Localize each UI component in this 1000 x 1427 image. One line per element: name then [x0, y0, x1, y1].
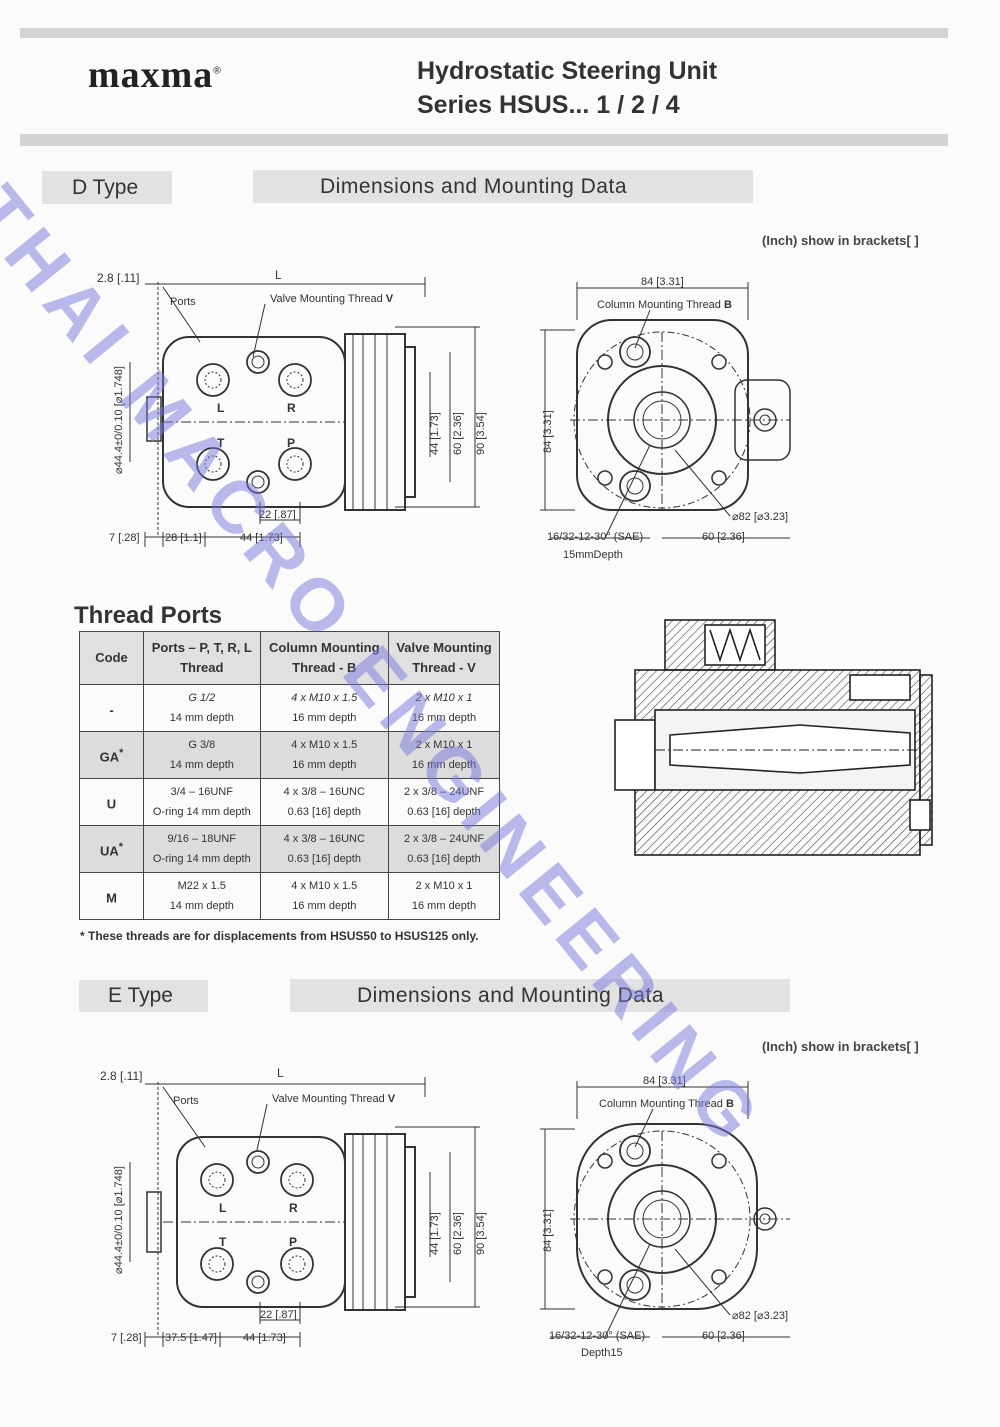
dim-top-left: 2.8 [.11] — [100, 1069, 142, 1083]
dim-pilot-diameter: ⌀44.4±0/0.10 [⌀1.748] — [113, 1166, 125, 1274]
depth-label: 15mmDepth — [563, 549, 623, 561]
dim-top-left: 2.8 [.11] — [97, 271, 139, 285]
dim-28: 28 [1.1] — [165, 532, 202, 544]
dim-90: 90 [3.54] — [475, 1212, 487, 1255]
cell-code: GA* — [79, 731, 144, 779]
front-dim-84-side: 84 [3.31] — [542, 1209, 554, 1252]
port-label-P: P — [287, 436, 295, 450]
front-dim-84-side: 84 [3.31] — [542, 410, 554, 453]
front-dim-84-top: 84 [3.31] — [643, 1075, 686, 1087]
dim-7: 7 [.28] — [111, 1332, 142, 1344]
cross-section-drawing — [614, 619, 933, 856]
dim-82: ⌀82 [⌀3.23] — [732, 1310, 788, 1322]
e-type-label: E Type — [79, 980, 208, 1012]
dim-7: 7 [.28] — [109, 532, 140, 544]
dim-44: 44 [1.73] — [429, 412, 441, 455]
port-label-L: L — [217, 401, 224, 415]
cell-code: UA* — [79, 825, 144, 873]
e-type-front-view: 84 [3.31] Column Mounting Thread B 84 [3… — [540, 1075, 790, 1359]
thread-ports-footnote: * These threads are for displacements fr… — [80, 929, 479, 943]
dim-90: 90 [3.54] — [475, 412, 487, 455]
dim-22: 22 [.87] — [259, 509, 296, 521]
e-type-units-note: (Inch) show in brackets[ ] — [762, 1039, 919, 1054]
cell-code: M — [79, 872, 144, 920]
d-type-side-view: 2.8 [.11] L Ports Valve Mounting Thread … — [97, 268, 487, 547]
port-label-T: T — [219, 1235, 227, 1249]
e-type-side-view: 2.8 [.11] L Ports Valve Mounting Thread … — [100, 1066, 487, 1347]
e-type-section-title: Dimensions and Mounting Data — [290, 979, 790, 1012]
title-line-1: Hydrostatic Steering Unit — [417, 57, 718, 85]
brand-logo: maxma® — [88, 54, 222, 96]
header-code: Code — [79, 631, 144, 685]
valve-thread-label: Valve Mounting Thread V — [270, 293, 394, 305]
dim-44-bottom: 44 [1.73] — [240, 532, 283, 544]
port-label-L: L — [219, 1201, 226, 1215]
thread-ports-title: Thread Ports — [74, 602, 223, 629]
ports-label: Ports — [170, 296, 196, 308]
d-type-front-view: 84 [3.31] Column Mounting Thread B 84 [3… — [540, 276, 791, 561]
spline-label: 16/32-12-30° (SAE) — [547, 531, 643, 543]
cell-code: - — [79, 684, 144, 732]
port-label-T: T — [217, 436, 225, 450]
column-thread-label: Column Mounting Thread B — [597, 299, 732, 311]
d-type-units-note: (Inch) show in brackets[ ] — [762, 233, 919, 248]
port-label-R: R — [289, 1201, 298, 1215]
dim-37-5: 37.5 [1.47] — [165, 1332, 217, 1344]
dim-60: 60 [2.36] — [452, 1212, 464, 1255]
ports-label: Ports — [173, 1095, 199, 1107]
dim-44-bottom: 44 [1.73] — [243, 1332, 286, 1344]
header-top-band — [20, 28, 948, 38]
port-label-R: R — [287, 401, 296, 415]
dim-length-L: L — [275, 268, 282, 282]
port-label-P: P — [289, 1235, 297, 1249]
dim-44: 44 [1.73] — [429, 1212, 441, 1255]
dim-82: ⌀82 [⌀3.23] — [732, 511, 788, 523]
dim-length-L: L — [277, 1066, 284, 1080]
depth-label: Depth15 — [581, 1347, 623, 1359]
valve-thread-label: Valve Mounting Thread V — [272, 1093, 396, 1105]
document-title: Hydrostatic Steering Unit Series HSUS...… — [417, 54, 717, 122]
front-dim-84-top: 84 [3.31] — [641, 276, 684, 288]
header-bottom-band — [20, 134, 948, 146]
dim-60: 60 [2.36] — [452, 412, 464, 455]
d-type-label: D Type — [42, 171, 172, 204]
column-thread-label: Column Mounting Thread B — [599, 1098, 734, 1110]
cell-code: U — [79, 778, 144, 826]
title-line-2: Series HSUS... 1 / 2 / 4 — [417, 91, 680, 119]
front-dim-60: 60 [2.36] — [702, 1330, 745, 1342]
front-dim-60: 60 [2.36] — [702, 531, 745, 543]
dim-22: 22 [.87] — [260, 1309, 297, 1321]
d-type-section-title: Dimensions and Mounting Data — [253, 170, 753, 203]
spline-label: 16/32-12-30° (SAE) — [549, 1330, 645, 1342]
dim-pilot-diameter: ⌀44.4±0/0.10 [⌀1.748] — [113, 366, 125, 474]
